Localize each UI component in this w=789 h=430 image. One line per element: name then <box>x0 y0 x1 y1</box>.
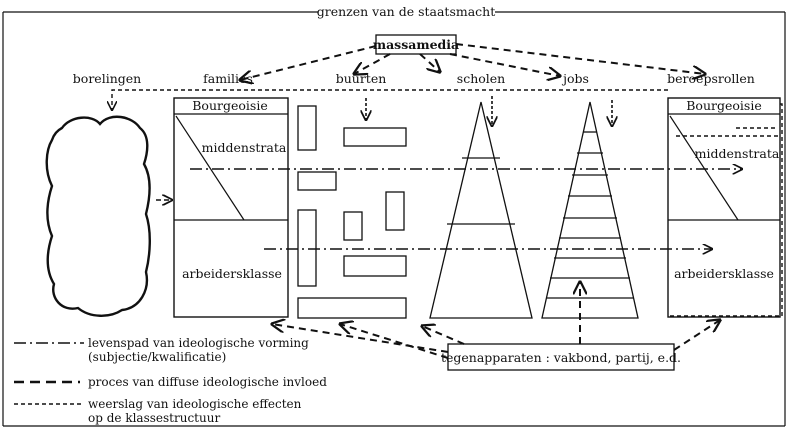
block <box>343 127 407 147</box>
jobs-pyramid <box>541 101 639 319</box>
media-influence-arrows <box>240 43 705 80</box>
roles-middenstrata-label: middenstrata <box>695 146 780 161</box>
roles-class-box <box>667 97 781 318</box>
counter-apparatus-arrows <box>272 282 720 359</box>
legend-item3-line1: weerslag van ideologische effecten <box>88 397 302 411</box>
heading-beroepsrollen: beroepsrollen <box>667 71 755 86</box>
heading-borelingen: borelingen <box>73 71 141 86</box>
diagram-title: grenzen van de staatsmacht <box>317 4 496 19</box>
roles-arbeidersklasse-label: arbeidersklasse <box>674 266 774 281</box>
heading-buurten: buurten <box>336 71 387 86</box>
roles-bourgeoisie-label: Bourgeoisie <box>686 98 761 113</box>
block <box>343 255 407 277</box>
families-bourgeoisie-label: Bourgeoisie <box>192 98 267 113</box>
block <box>343 211 363 241</box>
legend-item1-line2: (subjectie/kwalificatie) <box>88 350 226 364</box>
block <box>385 191 405 231</box>
legend: levenspad van ideologische vorming (subj… <box>14 336 327 425</box>
massamedia-label: massamedia <box>373 37 459 52</box>
counter-apparatus-label: tegenapparaten : vakbond, partij, e.d. <box>441 350 681 365</box>
legend-item2: proces van diffuse ideologische invloed <box>88 375 327 389</box>
block <box>297 297 407 319</box>
newborns-blob <box>45 115 151 317</box>
block <box>297 105 317 151</box>
feedback-to-newborns <box>112 89 668 110</box>
families-middenstrata-label: middenstrata <box>202 140 287 155</box>
heading-scholen: scholen <box>457 71 505 86</box>
right-feedback-lines <box>668 103 783 317</box>
school-pyramid <box>429 101 533 319</box>
neighbourhood-blocks <box>297 105 407 319</box>
life-path-arrows <box>190 169 742 249</box>
families-arbeidersklasse-label: arbeidersklasse <box>182 266 282 281</box>
block <box>297 171 337 191</box>
heading-families: families <box>203 71 253 86</box>
families-class-box <box>173 97 289 318</box>
block <box>297 209 317 287</box>
heading-jobs: jobs <box>561 71 589 86</box>
legend-item1-line1: levenspad van ideologische vorming <box>88 336 309 350</box>
state-boundary-frame <box>2 11 786 427</box>
legend-item3-line2: op de klassestructuur <box>88 411 220 425</box>
